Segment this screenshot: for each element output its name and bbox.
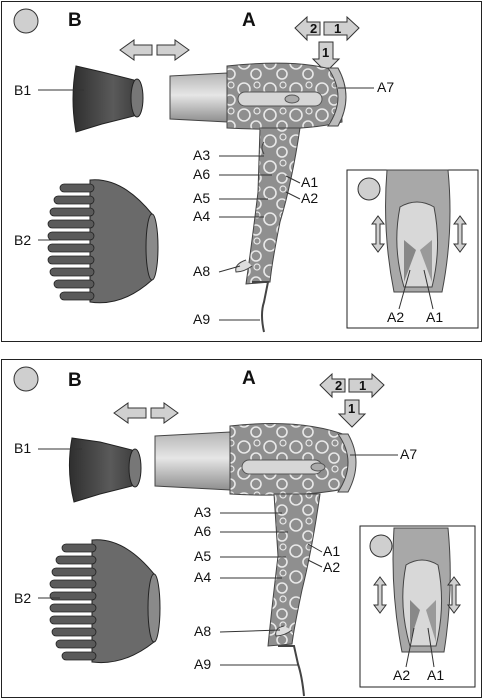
arrow-step-2: 2 bbox=[335, 378, 342, 393]
switch-detail-inset: A2 A1 bbox=[346, 169, 479, 329]
hair-dryer-diagram: B A 2 1 1 bbox=[13, 366, 476, 697]
label-b1: B1 bbox=[14, 82, 31, 98]
label-a5: A5 bbox=[193, 190, 210, 206]
label-b2: B2 bbox=[14, 590, 31, 606]
label-a1: A1 bbox=[301, 174, 318, 190]
section-letter-a: A bbox=[242, 10, 256, 31]
arrow-down-1: 1 bbox=[322, 45, 329, 60]
section-letter-a: A bbox=[242, 368, 256, 389]
concentrator-nozzle bbox=[68, 437, 142, 503]
concentrator-nozzle bbox=[72, 65, 144, 133]
label-a4: A4 bbox=[194, 569, 211, 585]
arrow-down-1: 1 bbox=[348, 401, 355, 416]
inset-label-a1: A1 bbox=[427, 667, 444, 683]
arrow-step-1: 1 bbox=[359, 378, 366, 393]
label-a7: A7 bbox=[377, 79, 394, 95]
diagram-panel-bottom: B A 2 1 1 bbox=[1, 359, 482, 698]
label-a8: A8 bbox=[194, 623, 211, 639]
label-a3: A3 bbox=[194, 504, 211, 520]
inset-label-a2: A2 bbox=[393, 667, 410, 683]
double-arrow-icon bbox=[113, 402, 179, 424]
arrow-step-2: 2 bbox=[310, 21, 317, 36]
label-a9: A9 bbox=[193, 311, 210, 327]
label-b2: B2 bbox=[14, 232, 31, 248]
rotation-arrows-icon: 2 1 1 bbox=[294, 15, 360, 73]
label-b1: B1 bbox=[14, 440, 31, 456]
hair-dryer-diagram: B A 2 1 1 bbox=[13, 8, 479, 333]
corner-circle-marker bbox=[13, 8, 39, 34]
inset-label-a1: A1 bbox=[426, 309, 443, 325]
corner-circle-marker bbox=[13, 366, 39, 392]
label-a5: A5 bbox=[194, 548, 211, 564]
label-a7: A7 bbox=[400, 446, 417, 462]
inset-label-a2: A2 bbox=[387, 309, 404, 325]
double-arrow-icon bbox=[119, 39, 190, 61]
rotation-arrows-icon: 2 1 1 bbox=[319, 372, 385, 428]
diagram-panel-top: B A 2 1 1 bbox=[1, 1, 482, 342]
label-a2: A2 bbox=[301, 190, 318, 206]
label-a6: A6 bbox=[193, 166, 210, 182]
hair-dryer bbox=[169, 62, 347, 333]
arrow-step-1: 1 bbox=[334, 21, 341, 36]
switch-detail-inset: A2 A1 bbox=[359, 525, 476, 688]
label-a9: A9 bbox=[194, 656, 211, 672]
diffuser-attachment bbox=[49, 539, 161, 664]
label-a1: A1 bbox=[323, 543, 340, 559]
label-a6: A6 bbox=[194, 523, 211, 539]
section-letter-b: B bbox=[68, 10, 82, 31]
diffuser-attachment bbox=[47, 179, 159, 304]
label-a2: A2 bbox=[323, 559, 340, 575]
section-letter-b: B bbox=[68, 370, 82, 391]
label-a4: A4 bbox=[193, 208, 210, 224]
label-a3: A3 bbox=[193, 147, 210, 163]
label-a8: A8 bbox=[193, 263, 210, 279]
